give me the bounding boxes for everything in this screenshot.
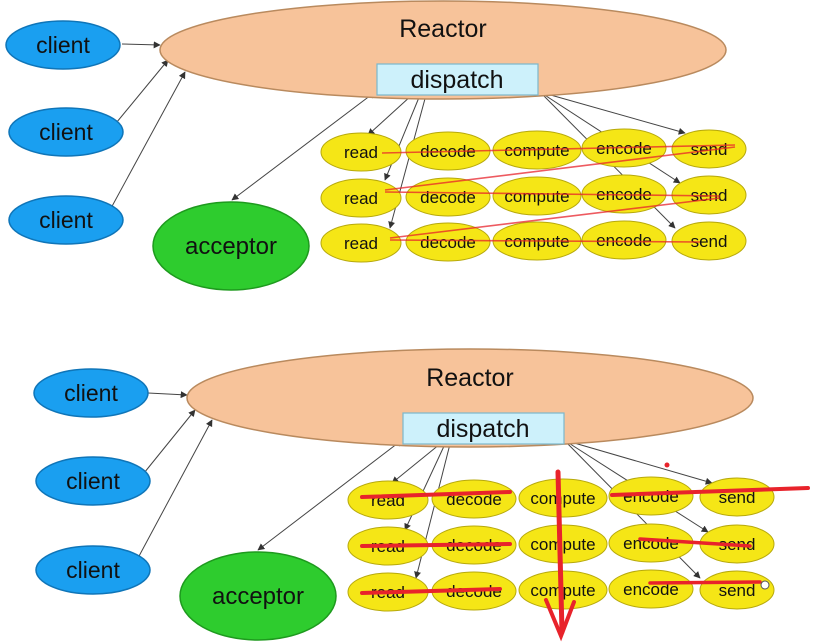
reactor-node: Reactor [186, 348, 754, 448]
reactor-label: Reactor [399, 15, 487, 43]
reactor-label: Reactor [426, 364, 514, 392]
annotation-stroke [384, 191, 721, 197]
task-ellipse [405, 222, 491, 262]
task-compute-label: compute [504, 141, 569, 160]
client-label: client [66, 468, 120, 494]
task-encode-label: encode [623, 534, 679, 553]
task-read-label: read [344, 143, 378, 162]
client-label: client [39, 207, 93, 233]
task-compute-label: compute [530, 489, 595, 508]
task-compute-label: compute [530, 535, 595, 554]
strike-stroke [360, 587, 502, 595]
dispatch-node: dispatch [376, 63, 539, 96]
dispatch-node: dispatch [402, 412, 565, 445]
client-node: client [33, 368, 149, 418]
acceptor-label: acceptor [185, 233, 277, 260]
task-send-label: send [691, 232, 728, 251]
task-row: read decode compute encode send [320, 220, 747, 263]
strike-stroke [638, 537, 752, 548]
client-ellipse [8, 195, 124, 245]
client-ellipse [8, 107, 124, 157]
client-ellipse [35, 456, 151, 506]
task-ellipse [320, 223, 402, 263]
client-node: client [35, 456, 151, 506]
task-encode-label: encode [623, 487, 679, 506]
task-send-label: send [719, 581, 756, 600]
reactor-ellipse [186, 348, 754, 448]
handler-tasks: read decode compute encode send read dec… [320, 128, 747, 263]
client-ellipse [35, 545, 151, 595]
task-encode-label: encode [623, 580, 679, 599]
task-ellipse [608, 476, 694, 516]
client-label: client [39, 119, 93, 145]
dispatch-label: dispatch [410, 66, 503, 94]
task-decode-label: decode [420, 233, 476, 252]
acceptor-circle [152, 201, 310, 291]
down-arrow-head [544, 598, 576, 642]
task-encode-label: encode [596, 231, 652, 250]
diagram-top: client client client Reactor dispatch ac… [5, 0, 747, 291]
annotation-stroke [389, 197, 721, 239]
task-ellipse [492, 176, 582, 216]
task-ellipse [699, 477, 775, 517]
task-encode-label: encode [596, 139, 652, 158]
strike-stroke [360, 542, 512, 548]
client-node: client [8, 195, 124, 245]
down-arrow-stroke [555, 469, 565, 635]
task-ellipse [518, 524, 608, 564]
annotation-stroke [381, 144, 736, 154]
task-ellipse [320, 178, 402, 218]
task-read-label: read [344, 189, 378, 208]
acceptor-node: acceptor [179, 551, 337, 641]
task-ellipse [347, 480, 429, 520]
task-ellipse [671, 221, 747, 261]
acceptor-label: acceptor [212, 583, 304, 610]
acceptor-circle [179, 551, 337, 641]
annotation-dot [760, 580, 770, 590]
client-label: client [36, 32, 90, 58]
task-row: read decode compute encode send [320, 174, 747, 218]
client-ellipse [33, 368, 149, 418]
client-label: client [64, 380, 118, 406]
markup-annotation [360, 469, 810, 642]
task-read-label: read [344, 234, 378, 253]
client-node: client [35, 545, 151, 595]
task-decode-label: decode [420, 188, 476, 207]
task-ellipse [671, 129, 747, 169]
clients: client client client [5, 20, 124, 245]
strike-stroke [648, 580, 762, 585]
task-ellipse [431, 479, 517, 519]
acceptor-node: acceptor [152, 201, 310, 291]
reactor-ellipse [159, 0, 727, 100]
client-label: client [66, 557, 120, 583]
flow-annotation [381, 144, 736, 243]
task-ellipse [608, 569, 694, 609]
task-ellipse [581, 220, 667, 260]
reactor-node: Reactor [159, 0, 727, 100]
task-row: read decode compute encode send [320, 128, 747, 172]
dispatch-box [376, 63, 539, 96]
annotation-dot [664, 462, 670, 468]
annotation-stroke [389, 239, 701, 243]
strike-stroke [360, 490, 512, 499]
clients: client client client [33, 368, 151, 595]
diagram-bottom: client client client Reactor dispatch ac… [33, 348, 810, 642]
annotation-stroke [384, 146, 736, 191]
task-ellipse [405, 177, 491, 217]
client-node: client [8, 107, 124, 157]
task-ellipse [518, 478, 608, 518]
dispatch-box [402, 412, 565, 445]
client-node: client [5, 20, 121, 70]
dispatch-label: dispatch [436, 415, 529, 443]
client-ellipse [5, 20, 121, 70]
task-compute-label: compute [504, 187, 569, 206]
strike-stroke [610, 486, 810, 497]
